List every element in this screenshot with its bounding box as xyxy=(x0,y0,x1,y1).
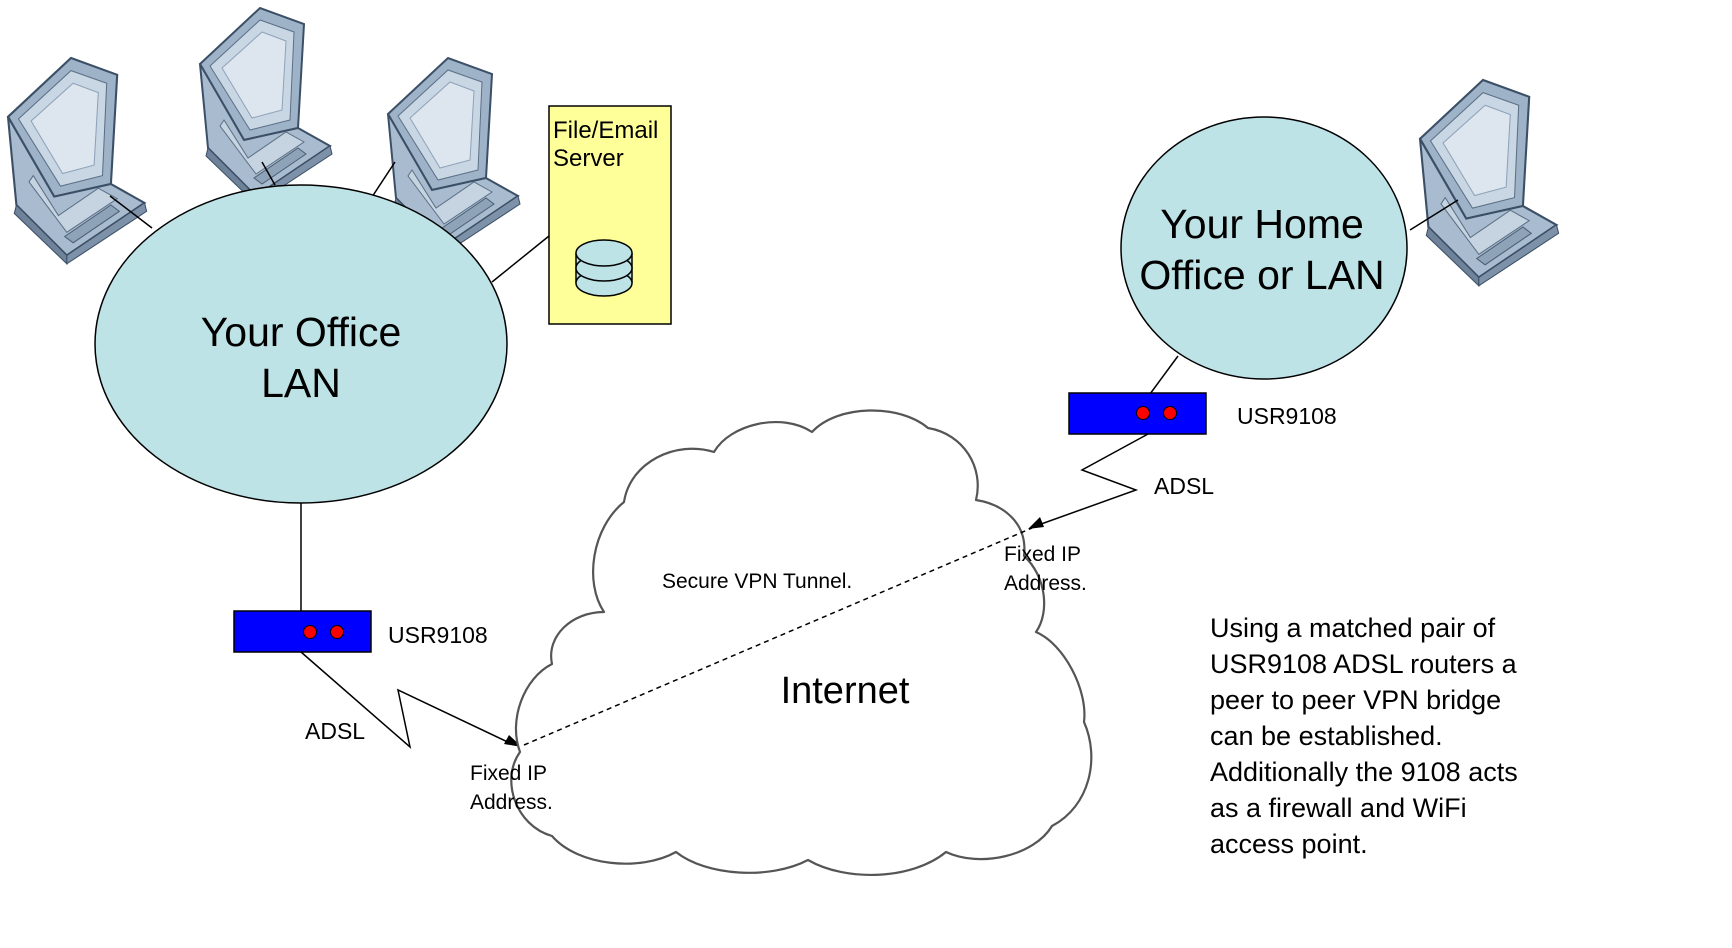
adsl-home-label: ADSL xyxy=(1154,473,1214,499)
laptop-icon-office-2 xyxy=(199,7,333,205)
adsl-zigzag-office xyxy=(300,651,515,750)
description-line: Using a matched pair of xyxy=(1210,613,1496,643)
office-lan-ellipse xyxy=(94,184,508,504)
connection-lines xyxy=(109,161,1459,750)
description-line: access point. xyxy=(1210,829,1368,859)
router-office xyxy=(233,610,372,653)
led-icon xyxy=(1136,406,1150,420)
laptop-icon-office-1 xyxy=(6,56,148,265)
fixed-ip-office-label-1: Fixed IP xyxy=(470,762,547,785)
internet-cloud xyxy=(510,409,1093,877)
fixed-ip-home-label-1: Fixed IP xyxy=(1004,543,1081,566)
fixed-ip-home-label-2: Address. xyxy=(1004,572,1087,595)
adsl-zigzag-home xyxy=(1029,433,1149,529)
database-icon xyxy=(575,239,633,297)
internet-label: Internet xyxy=(781,670,910,712)
description-line: can be established. xyxy=(1210,721,1443,751)
vpn-tunnel-line xyxy=(523,527,1033,746)
router-home-label: USR9108 xyxy=(1237,403,1337,429)
link-home-router xyxy=(1149,355,1179,395)
link-laptop1-office xyxy=(109,195,153,229)
description-line: Additionally the 9108 acts xyxy=(1210,757,1518,787)
laptop-icon-home xyxy=(1418,78,1560,287)
description-text: Using a matched pair of USR9108 ADSL rou… xyxy=(1210,613,1518,859)
server-label-2: Server xyxy=(553,145,624,172)
router-office-label: USR9108 xyxy=(388,622,488,648)
home-lan-ellipse xyxy=(1120,116,1408,380)
led-icon xyxy=(1163,406,1177,420)
server-label-1: File/Email xyxy=(553,117,658,144)
description-line: peer to peer VPN bridge xyxy=(1210,685,1501,715)
description-line: as a firewall and WiFi xyxy=(1210,793,1467,823)
arrowhead-home xyxy=(1028,517,1044,529)
link-home-laptop xyxy=(1409,199,1459,231)
adsl-office-label: ADSL xyxy=(305,718,365,744)
link-laptop2-office xyxy=(261,161,276,186)
office-lan-label-2: LAN xyxy=(261,360,341,406)
description-line: USR9108 ADSL routers a xyxy=(1210,649,1518,679)
fixed-ip-office-label-2: Address. xyxy=(470,791,553,814)
router-home xyxy=(1068,392,1207,435)
vpn-tunnel-label: Secure VPN Tunnel. xyxy=(662,570,852,593)
home-lan-label-2: Office or LAN xyxy=(1139,252,1384,298)
led-icon xyxy=(330,625,344,639)
link-server-office xyxy=(491,235,550,283)
link-laptop3-office xyxy=(369,161,396,201)
office-lan-label-1: Your Office xyxy=(201,309,402,355)
led-icon xyxy=(303,625,317,639)
home-lan-label-1: Your Home xyxy=(1160,201,1364,247)
